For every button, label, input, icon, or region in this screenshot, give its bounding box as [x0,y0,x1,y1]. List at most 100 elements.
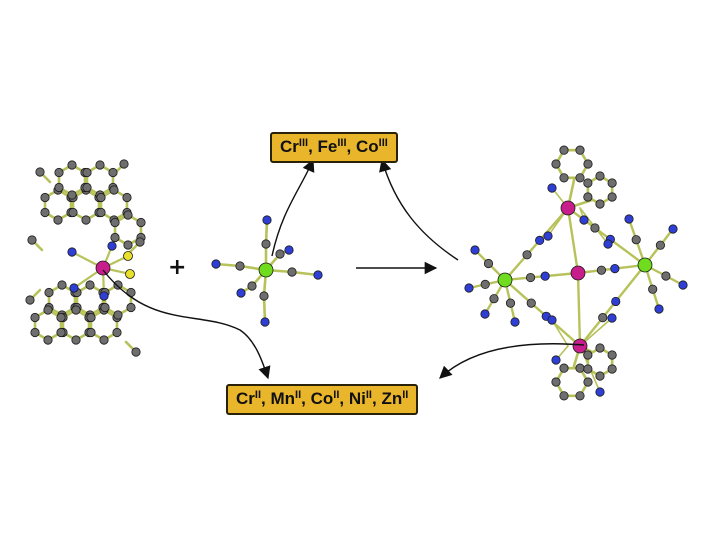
carbon-atom [68,207,78,218]
carbon-atom [522,250,532,260]
trivalent-metals-text: CrIII, FeIII, CoIII [280,137,388,156]
nitrogen-atom [610,263,620,274]
carbon-atom [575,173,585,183]
carbon-atom [126,302,136,313]
carbon-atom [583,159,593,169]
carbon-atom [96,207,106,218]
nitrogen-atom [236,288,246,298]
nitrogen-atom [211,259,221,269]
nitrogen-atom [69,283,79,293]
bond [576,271,582,348]
carbon-atom [86,327,96,338]
top-separator: , [346,137,356,156]
carbon-atom [287,267,297,277]
divalent-metals-label: CrII, MnII, CoII, NiII, ZnII [226,384,419,415]
carbon-atom [575,145,585,155]
bond [566,206,580,275]
metal-atom-green [497,272,513,288]
bottom-oxidation-state: II [295,389,302,401]
carbon-atom [607,178,617,188]
nitrogen-atom [480,309,490,319]
carbon-atom [247,281,257,291]
nitrogen-atom [99,291,109,301]
bottom-separator: , [371,389,382,408]
nitrogen-atom [654,304,664,314]
carbon-atom [96,192,106,203]
nitrogen-atom [551,355,561,365]
nitrogen-atom [603,239,613,249]
carbon-atom [99,335,109,345]
carbon-atom [595,371,605,381]
carbon-atom [30,327,40,338]
carbon-atom [525,272,536,283]
bottom-oxidation-state: II [365,389,372,401]
carbon-atom [661,271,671,281]
nitrogen-atom [579,215,589,225]
nitrogen-atom [547,315,557,325]
metal-atom-magenta [560,200,576,216]
carbon-atom [43,335,53,345]
divalent-metals-text: CrII, MnII, CoII, NiII, ZnII [236,389,408,408]
bottom-element: Ni [348,389,366,408]
carbon-atom [113,310,123,320]
bottom-element: Cr [236,389,255,408]
carbon-atom [583,192,593,202]
carbon-atom [44,287,54,298]
bottom-oxidation-state: II [254,389,262,401]
carbon-atom [110,232,120,243]
arrows-layer [102,158,585,380]
carbon-atom [43,305,53,315]
nitrogen-atom [595,387,605,397]
carbon-atom [595,171,605,181]
bottom-separator: , [301,389,311,408]
metal-atom-magenta [570,265,586,281]
nitrogen-atom [260,317,270,327]
nitrogen-atom [678,280,688,290]
arrow-to-divalent-from-cluster [439,343,585,379]
carbon-atom [559,173,569,183]
carbon-atom [551,159,561,169]
atoms-layer [25,145,688,401]
carbon-atom [54,167,64,178]
carbon-atom [86,312,96,323]
carbon-atom [131,347,141,357]
carbon-atom [583,178,593,188]
carbon-atom [25,295,35,305]
nitrogen-atom [547,183,557,193]
carbon-atom [590,223,600,233]
carbon-atom [259,291,269,301]
carbon-atom [583,364,593,374]
carbon-atom [82,182,92,193]
carbon-atom [261,239,271,249]
top-oxidation-state: III [378,137,388,149]
carbon-atom [71,335,81,345]
carbon-atom [56,327,66,338]
nitrogen-atom [262,215,272,225]
carbon-atom [235,261,245,271]
top-oxidation-state: III [337,137,347,149]
fluorine-atom [125,269,135,279]
plus-sign: + [168,255,187,280]
bottom-element: Co [310,389,334,408]
bottom-element: Mn [270,389,296,408]
nitrogen-atom [624,214,634,224]
carbon-atom [596,265,607,275]
carbon-atom [598,313,608,323]
carbon-atom [35,167,45,177]
carbon-atom [607,364,617,374]
bottom-oxidation-state: II [402,389,409,401]
bond [503,278,582,348]
top-oxidation-state: III [298,137,309,149]
carbon-atom [27,235,37,245]
nitrogen-atom [543,231,553,241]
carbon-atom [123,210,133,220]
carbon-atom [551,377,561,387]
carbon-atom [108,167,118,178]
carbon-atom [85,280,95,290]
nitrogen-atom [510,317,520,327]
carbon-atom [559,363,569,373]
carbon-atom [67,190,77,200]
top-element: Co [356,137,379,156]
carbon-atom [505,298,516,308]
carbon-atom [53,215,63,225]
